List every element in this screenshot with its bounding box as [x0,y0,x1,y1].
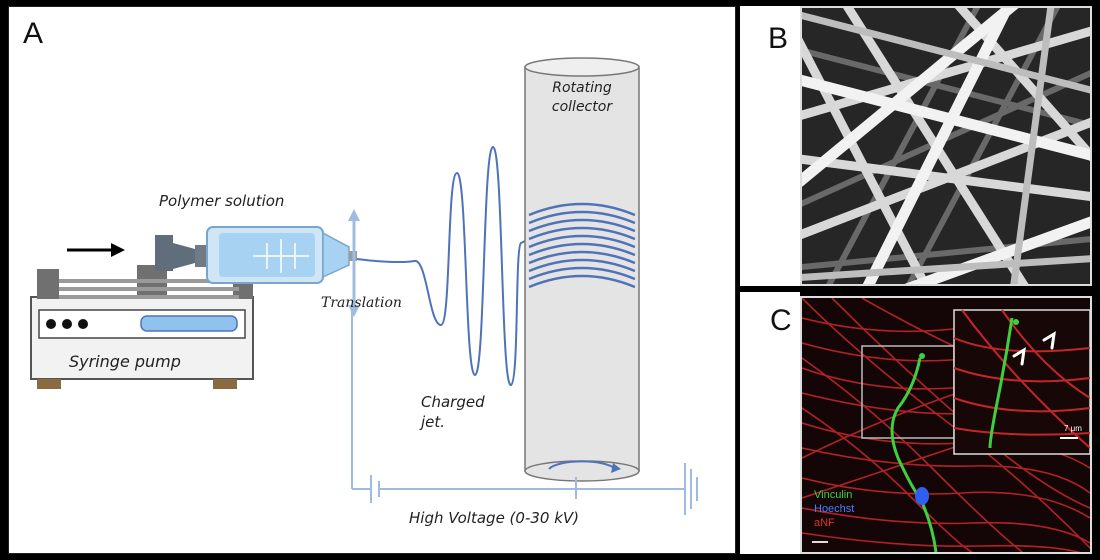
panel-b-letter-area: B [740,6,800,286]
high-voltage-label: High Voltage (0-30 kV) [409,509,580,527]
panel-a-electrospinning-diagram: A Polymer solution Rotating collector Tr… [8,6,736,554]
panel-c-letter-area: C [740,292,800,554]
syringe-pump-label: Syringe pump [69,352,181,371]
panel-b-sem-fiber-image [800,6,1092,286]
fluorescence-fibers-image [802,298,1090,552]
anf-legend: aNF [814,517,835,529]
scale-bar-label: 7 μm [1064,424,1082,433]
rotating-collector [524,57,640,482]
panel-c-fluorescence-image: Vinculin Hoechst aNF 7 μm [800,296,1092,554]
hoechst-legend: Hoechst [814,503,855,515]
charged-jet-path [356,145,530,387]
electrospinning-setup-drawing [30,57,698,515]
panel-c-letter: C [770,304,792,337]
panel-a-letter: A [23,17,44,50]
fiber-mesh-image [802,8,1090,284]
charged-jet-label: Charged jet. [421,393,485,431]
translation-label: Translation [321,295,402,311]
syringe [155,226,357,284]
panel-b-letter: B [768,22,789,55]
high-voltage-circuit [351,307,698,515]
rotating-collector-label: Rotating collector [551,80,613,115]
vinculin-legend: Vinculin [814,489,853,501]
polymer-solution-label: Polymer solution [159,192,285,210]
